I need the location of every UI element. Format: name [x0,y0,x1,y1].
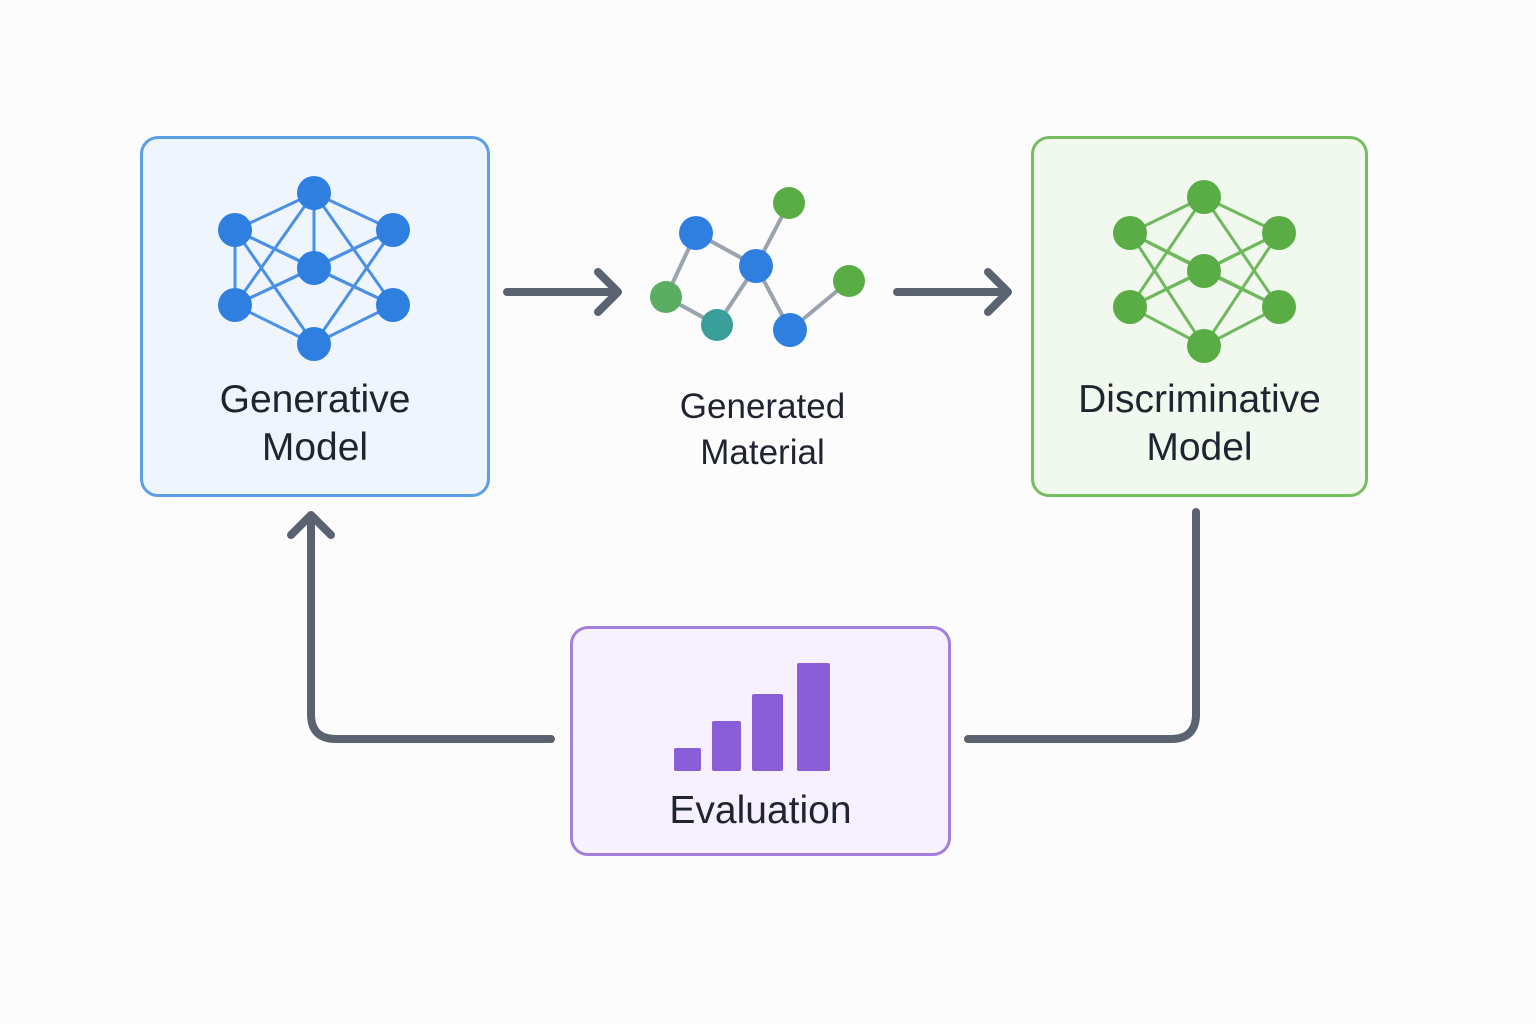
arrow-evaluation-to-generative [287,511,555,743]
discriminative-label-line2: Model [1146,426,1253,469]
arrow-discriminative-to-evaluation [964,508,1200,743]
material-label-line2: Material [700,433,825,472]
evaluation-label: Evaluation [573,787,948,835]
discriminative-label-line1: Discriminative [1078,378,1321,421]
generative-model-label: Generative Model [143,376,487,472]
generative-model-node: Generative Model [140,136,490,497]
discriminative-model-node: Discriminative Model [1031,136,1368,497]
arrow-generative-to-material [503,268,622,316]
bar-chart-icon [674,663,830,771]
material-label-line1: Generated [679,387,846,426]
discriminative-model-label: Discriminative Model [1034,376,1365,472]
generative-label-line2: Model [261,426,369,469]
generative-label-line1: Generative [219,378,411,421]
generated-material-label: Generated Material [640,384,885,476]
arrow-material-to-discriminative [893,268,1012,316]
neural-network-icon [1113,180,1296,363]
evaluation-label-text: Evaluation [669,789,852,832]
neural-network-icon [218,176,410,361]
evaluation-node: Evaluation [570,626,951,856]
